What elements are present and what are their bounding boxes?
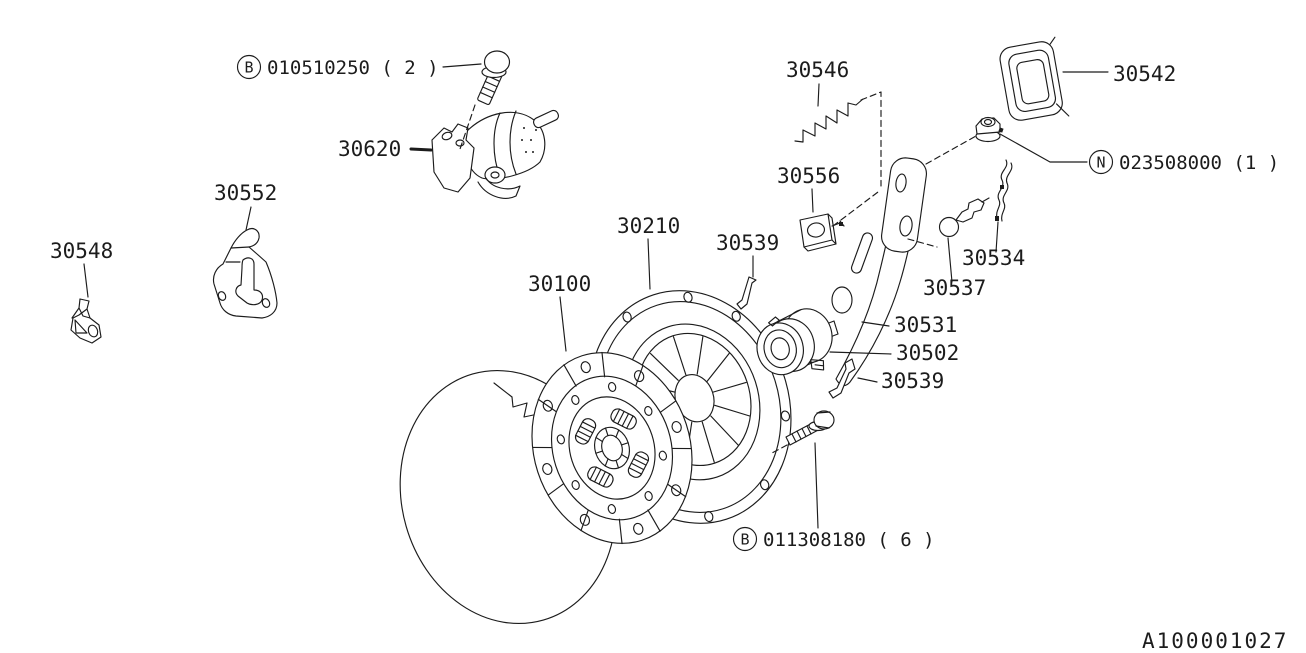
badge-B-release-cyl-bolt: B: [244, 59, 253, 77]
drawing-code: A100001027: [1142, 629, 1288, 653]
spring-part: [795, 99, 863, 142]
callout-holder-plate: 30556: [777, 164, 840, 188]
release-bearing-part: [750, 304, 840, 385]
badge-B-cover-bolt: B: [740, 531, 749, 549]
nut-part: [976, 118, 1004, 142]
callout-clutch-cover: 30210: [617, 214, 680, 238]
callout-bracket-upper: 30552: [214, 181, 277, 205]
holder-plate-part: [800, 214, 844, 251]
damper-spring: [573, 417, 597, 447]
clutch-disc-part: [508, 332, 716, 565]
callout-bracket-lower: 30548: [50, 239, 113, 263]
release-cylinder-part: [432, 109, 560, 198]
clip-upper-part: [737, 277, 756, 309]
callout-bolt-release-cylinder: 010510250 ( 2 ): [267, 57, 439, 79]
badge-N-nut: N: [1096, 154, 1105, 172]
bolt-cover: [786, 411, 834, 445]
callout-clip-straight: 30534: [962, 246, 1025, 270]
bearing-tab: [768, 316, 781, 326]
callout-clip-lower: 30539: [881, 369, 944, 393]
leader-lines: [84, 64, 1108, 528]
damper-spring: [609, 407, 639, 431]
bleeder-port: [485, 167, 505, 183]
push-rod: [532, 109, 560, 129]
callout-clip-upper: 30539: [716, 231, 779, 255]
callout-boot: 30542: [1113, 62, 1176, 86]
badge-circle-B: [238, 56, 261, 79]
badge-circle-N: [1090, 151, 1113, 174]
clip-straight-part: [995, 160, 1012, 221]
damper-spring: [626, 450, 650, 480]
callout-bolt-cover: 011308180 ( 6 ): [763, 529, 935, 551]
callout-release-cylinder: 30620: [338, 137, 401, 161]
facing-segment-lines: [512, 335, 713, 560]
damper-spring: [586, 465, 616, 489]
badge-circle-B2: [734, 528, 757, 551]
bolt-release-cylinder: [477, 51, 509, 105]
bracket-upper-part: [213, 229, 277, 318]
callout-nut: 023508000 (1 ): [1119, 152, 1279, 174]
pivot-part: [940, 198, 990, 237]
callout-clutch-disc: 30100: [528, 272, 591, 296]
callout-pivot: 30537: [923, 276, 986, 300]
callout-release-bearing: 30502: [896, 341, 959, 365]
assembly-dashed-lines: [459, 92, 976, 453]
clip-lower-part: [829, 359, 855, 398]
callout-labels: B 010510250 ( 2 ) 30620 30552 30548 3021…: [50, 56, 1288, 653]
callout-spring: 30546: [786, 58, 849, 82]
boot-part: [998, 37, 1069, 126]
callout-release-fork: 30531: [894, 313, 957, 337]
bearing-clip-tab: [810, 357, 826, 373]
bracket-lower-part: [71, 299, 101, 343]
hub-splines: [589, 423, 634, 473]
